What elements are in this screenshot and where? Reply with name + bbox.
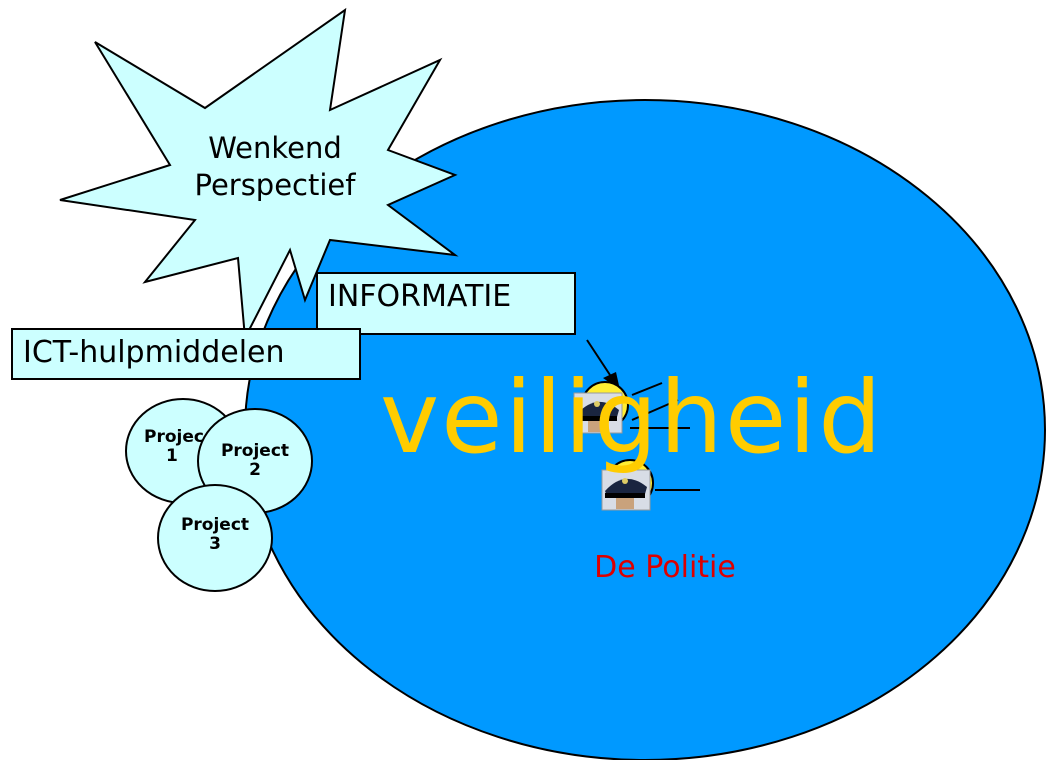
project-3-line-2: 3: [209, 534, 221, 554]
veiligheid-title: veiligheid: [380, 359, 884, 476]
informatie-label: INFORMATIE: [328, 279, 512, 314]
project-2-line-2: 2: [249, 460, 261, 480]
politie-label: De Politie: [594, 550, 736, 585]
project-1-line-1: Project: [144, 428, 204, 447]
police-officer-icon: [573, 381, 629, 434]
project-3-circle: [157, 484, 273, 592]
ict-label: ICT-hulpmiddelen: [23, 335, 285, 370]
police-officer-icon: [601, 459, 654, 511]
connector-line: [631, 382, 663, 396]
project-2-line-1: Project: [220, 441, 290, 461]
connector-line: [631, 399, 679, 421]
star-label: Wenkend Perspectief: [170, 130, 380, 204]
star-label-line-2: Perspectief: [194, 168, 356, 202]
info-arrow-line: [586, 339, 613, 379]
project-1-line-2: 1: [166, 446, 178, 466]
informatie-box: INFORMATIE: [316, 272, 576, 335]
project-3-label: Project 3: [170, 516, 260, 554]
project-3-line-1: Project: [180, 515, 250, 535]
perspective-starburst: [59, 7, 459, 342]
project-1-label: Project 1: [140, 428, 204, 466]
ict-box: ICT-hulpmiddelen: [11, 328, 361, 380]
project-2-label: Project 2: [210, 442, 300, 480]
star-label-line-1: Wenkend: [208, 131, 342, 165]
